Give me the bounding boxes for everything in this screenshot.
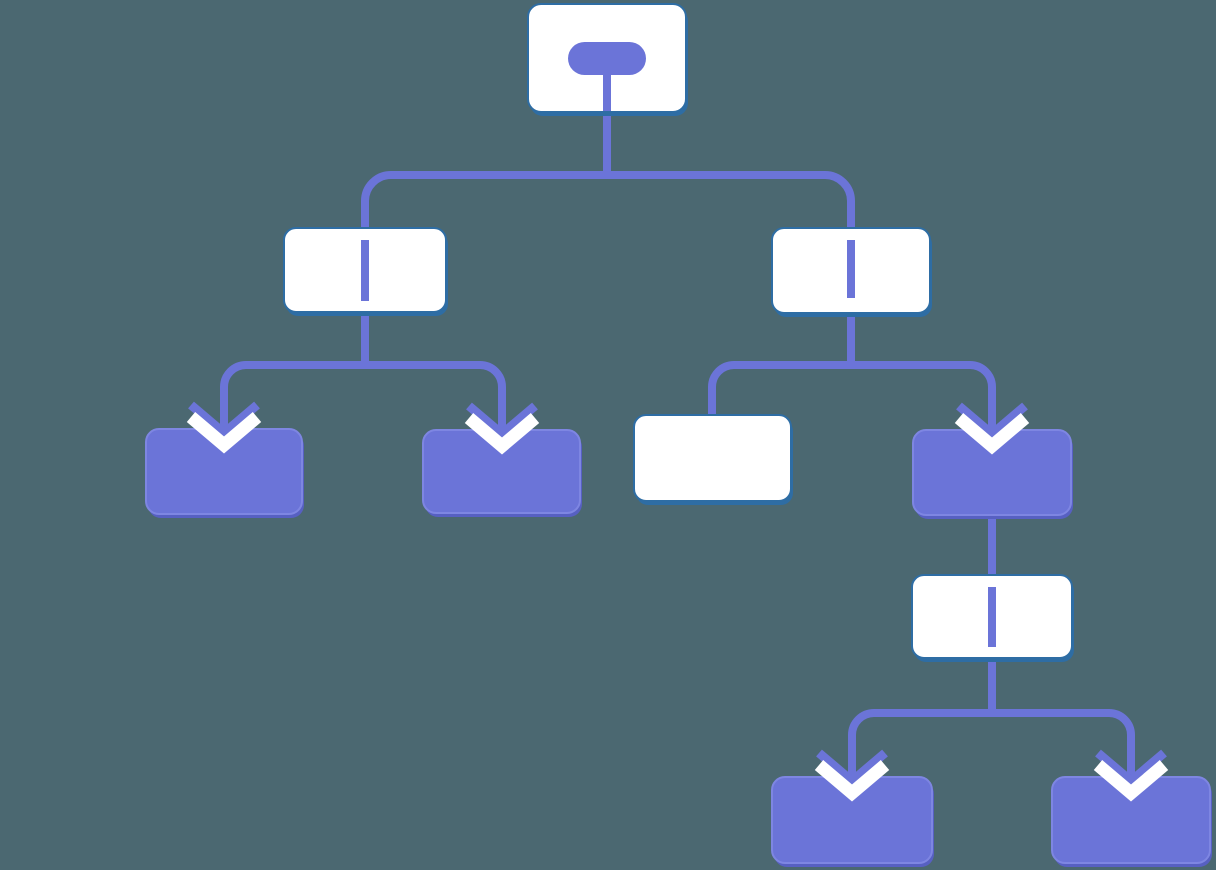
action-node-3[interactable] xyxy=(912,429,1073,519)
chevron-purple xyxy=(956,402,1028,440)
chevron-purple xyxy=(816,749,888,787)
chevron-purple xyxy=(1095,749,1167,787)
vertical-line-icon xyxy=(361,240,369,301)
pill-icon xyxy=(568,42,646,75)
chevron-down-icon xyxy=(814,749,890,802)
chevron-white xyxy=(464,413,540,455)
chevron-down-icon xyxy=(186,401,262,454)
action-node-5[interactable] xyxy=(1051,776,1212,867)
decision-node-left[interactable] xyxy=(283,227,448,316)
chevron-white xyxy=(186,412,262,454)
chevron-down-icon xyxy=(1093,749,1169,802)
pill-stem xyxy=(603,70,611,111)
arrowheads-layer xyxy=(186,401,1169,802)
chevron-purple xyxy=(466,402,538,440)
start-node[interactable] xyxy=(527,3,688,116)
edge-start-to-decisions xyxy=(361,171,855,229)
edge-decision-left-to-actions xyxy=(220,361,506,432)
chevron-white xyxy=(1093,760,1169,802)
chevron-down-icon xyxy=(464,402,540,455)
chevron-purple xyxy=(188,401,260,439)
action-node-4[interactable] xyxy=(771,776,934,867)
edge-decision-right-to-children xyxy=(708,361,996,432)
vertical-line-icon xyxy=(847,240,855,298)
nodes-layer xyxy=(145,3,1212,867)
action-node-2[interactable] xyxy=(422,429,582,517)
edge-decision-bottom-to-actions xyxy=(848,709,1135,779)
chevron-down-icon xyxy=(954,402,1030,455)
process-node[interactable] xyxy=(633,414,793,505)
decision-node-bottom[interactable] xyxy=(911,574,1074,662)
chevron-white xyxy=(814,760,890,802)
decision-node-right[interactable] xyxy=(771,227,932,317)
chevron-white xyxy=(954,413,1030,455)
process-node-body[interactable] xyxy=(633,414,792,502)
vertical-line-icon xyxy=(988,587,996,647)
edges-layer xyxy=(220,110,1135,779)
